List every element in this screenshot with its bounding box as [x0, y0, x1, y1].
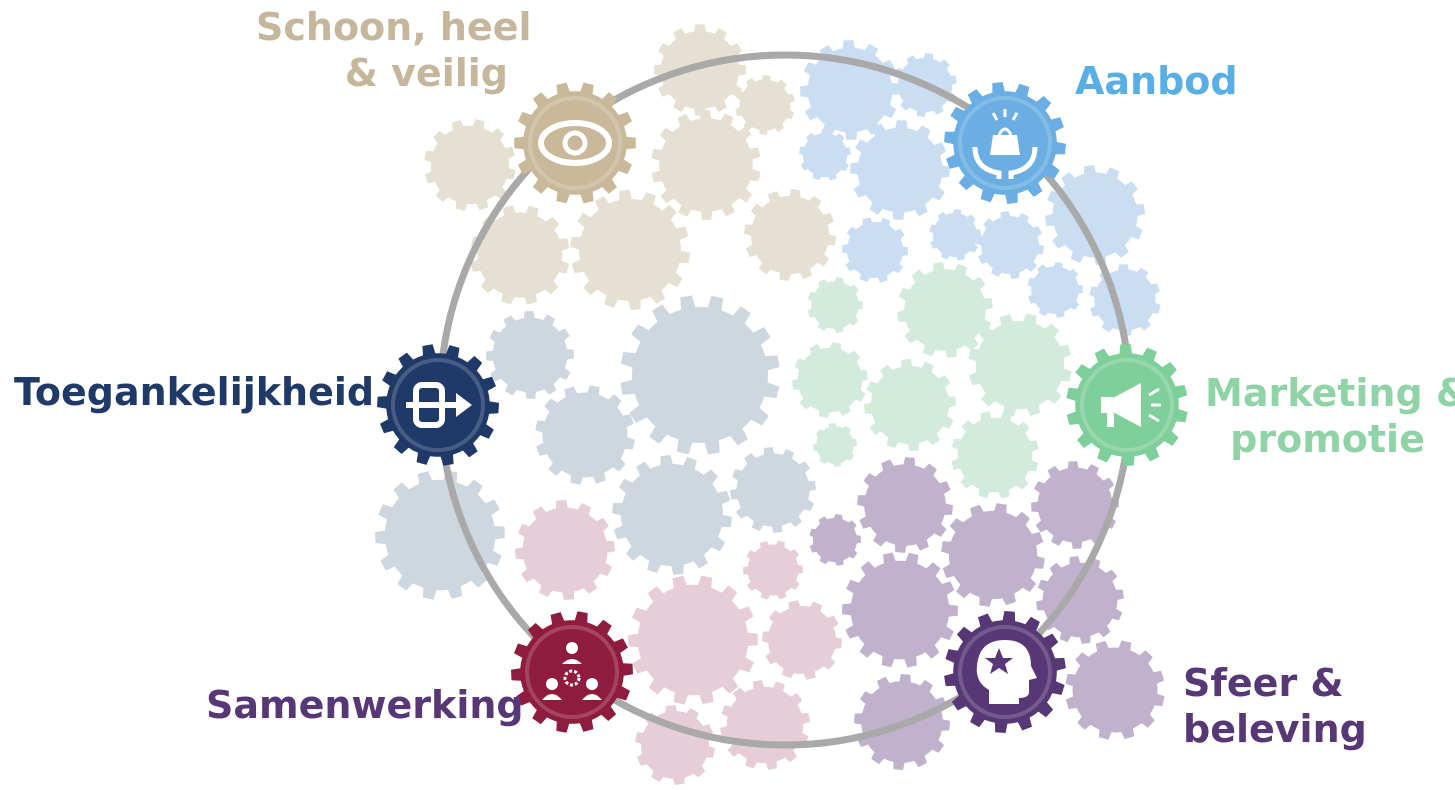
- background-gear-sfeer: [941, 503, 1045, 607]
- label-sfeer-line2: beleving: [1183, 707, 1367, 751]
- background-gear-sfeer: [842, 552, 958, 668]
- background-gear-sfeer: [809, 514, 861, 566]
- background-gear-schoon: [654, 24, 746, 116]
- megaphone-icon: [1101, 383, 1161, 427]
- background-gear-samenwerking: [743, 540, 803, 600]
- label-aanbod-line1: Aanbod: [1075, 59, 1238, 103]
- background-gear-aanbod: [842, 217, 908, 283]
- background-gear-aanbod: [929, 209, 981, 261]
- background-gear-toegankelijkheid: [620, 295, 780, 455]
- label-sfeer: Sfeer & beleving: [1183, 660, 1367, 752]
- background-gear-marketing: [813, 423, 857, 467]
- gear-aanbod: [944, 82, 1066, 204]
- background-gear-samenwerking: [635, 705, 715, 785]
- entrance-arrow-icon: [406, 382, 472, 428]
- background-gear-aanbod: [976, 211, 1044, 279]
- label-schoon-line1: Schoon, heel: [256, 5, 532, 49]
- background-gear-schoon: [744, 189, 836, 281]
- category-gears: [377, 82, 1188, 733]
- label-marketing: Marketing & promotie: [1205, 370, 1455, 462]
- background-gear-schoon: [651, 110, 761, 220]
- background-gear-schoon: [470, 205, 570, 305]
- background-gear-sfeer: [1036, 556, 1124, 644]
- background-gear-marketing: [951, 411, 1039, 499]
- background-gear-schoon: [570, 190, 690, 310]
- label-marketing-line2: promotie: [1230, 417, 1425, 461]
- label-samenwerking-line1: Samenwerking: [206, 683, 524, 727]
- label-samenwerking: Samenwerking: [206, 682, 524, 728]
- eye-icon: [538, 120, 612, 166]
- background-gear-toegankelijkheid: [486, 311, 574, 399]
- gear-sfeer: [944, 611, 1066, 733]
- background-gear-marketing: [897, 262, 993, 358]
- background-gear-sfeer: [1065, 640, 1165, 740]
- people-network-icon: [542, 642, 602, 700]
- background-gear-toegankelijkheid: [612, 455, 732, 575]
- background-gear-schoon: [735, 75, 795, 135]
- label-sfeer-line1: Sfeer &: [1183, 661, 1344, 705]
- background-gear-sfeer: [857, 457, 953, 553]
- background-gear-toegankelijkheid: [535, 385, 635, 485]
- background-gear-marketing: [807, 277, 863, 333]
- background-gear-sfeer: [1031, 461, 1119, 549]
- background-gear-schoon: [424, 119, 516, 211]
- label-toegankelijkheid: Toegankelijkheid: [14, 369, 374, 415]
- gear-samenwerking: [511, 611, 633, 733]
- background-gear-marketing: [864, 359, 956, 451]
- background-gear-samenwerking: [720, 680, 810, 770]
- shopping-bag-hands-icon: [972, 109, 1038, 179]
- background-gear-aanbod: [799, 129, 851, 181]
- background-gear-toegankelijkheid: [375, 470, 505, 600]
- gear-marketing: [1066, 344, 1188, 466]
- gear-schoon-hub: [528, 96, 622, 190]
- head-star-icon: [976, 640, 1037, 704]
- label-aanbod: Aanbod: [1075, 58, 1238, 104]
- background-gear-aanbod: [1045, 165, 1145, 265]
- background-gear-marketing: [968, 313, 1072, 417]
- label-toegankelijkheid-line1: Toegankelijkheid: [14, 370, 375, 414]
- label-schoon: Schoon, heel & veilig: [256, 4, 532, 96]
- label-marketing-line1: Marketing &: [1205, 371, 1455, 415]
- background-gear-samenwerking: [628, 575, 758, 705]
- background-gear-aanbod: [1027, 262, 1083, 318]
- background-gear-samenwerking: [762, 600, 842, 680]
- gear-schoon: [514, 82, 636, 204]
- background-gear-marketing: [792, 342, 868, 418]
- label-schoon-line2: & veilig: [344, 51, 508, 95]
- gear-toegankelijkheid: [377, 344, 499, 466]
- background-gear-samenwerking: [515, 500, 615, 600]
- background-gear-aanbod: [850, 120, 950, 220]
- background-gear-toegankelijkheid: [730, 447, 816, 533]
